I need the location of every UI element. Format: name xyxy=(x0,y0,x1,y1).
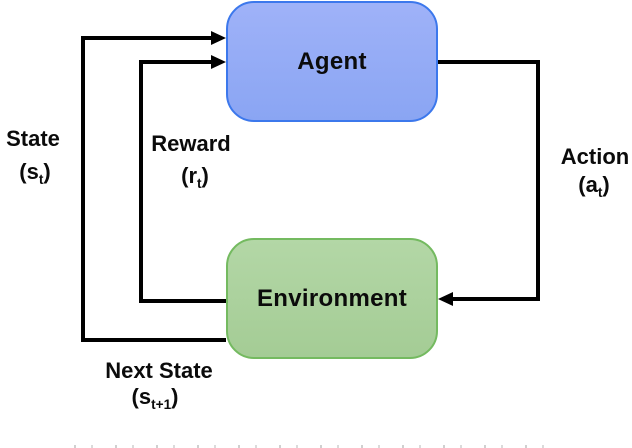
next-state-label: Next State xyxy=(105,358,213,383)
state-symbol-pre: (s xyxy=(19,159,39,184)
reward-line-top xyxy=(139,60,213,64)
action-line-bottom xyxy=(452,297,540,301)
state-line-top xyxy=(81,36,213,40)
action-label: Action xyxy=(560,144,630,169)
action-symbol-pre: (a xyxy=(578,172,598,197)
action-arrowhead-icon xyxy=(438,292,453,306)
reward-label: Reward xyxy=(151,131,231,156)
reward-arrowhead-icon xyxy=(211,55,226,69)
next-state-symbol-sub: t+1 xyxy=(151,396,172,412)
action-symbol: (at) xyxy=(578,172,610,200)
state-label: State xyxy=(6,126,60,151)
reward-line-left xyxy=(139,60,143,303)
next-state-symbol-pre: (s xyxy=(131,384,152,409)
environment-node: Environment xyxy=(226,238,438,359)
next-state-line-bottom xyxy=(81,338,226,342)
action-symbol-sub: t xyxy=(597,184,603,200)
next-state-symbol-post: ) xyxy=(171,384,179,409)
reward-symbol: (rt) xyxy=(181,163,209,191)
action-line-right xyxy=(536,60,540,301)
reward-symbol-pre: (r xyxy=(181,163,198,188)
reward-line-bottom xyxy=(139,299,226,303)
clipped-caption-fragment xyxy=(74,445,560,448)
state-arrowhead-icon xyxy=(211,31,226,45)
state-symbol-sub: t xyxy=(38,171,44,187)
reward-symbol-sub: t xyxy=(197,175,202,191)
state-symbol-post: ) xyxy=(43,159,51,184)
action-line-top xyxy=(438,60,540,64)
environment-node-label: Environment xyxy=(257,284,407,312)
agent-node-label: Agent xyxy=(297,47,367,75)
next-state-symbol: (st+1) xyxy=(131,384,179,412)
agent-node: Agent xyxy=(226,1,438,122)
reward-symbol-post: ) xyxy=(201,163,209,188)
state-line-left xyxy=(81,36,85,342)
state-symbol: (st) xyxy=(19,159,51,187)
action-symbol-post: ) xyxy=(602,172,610,197)
